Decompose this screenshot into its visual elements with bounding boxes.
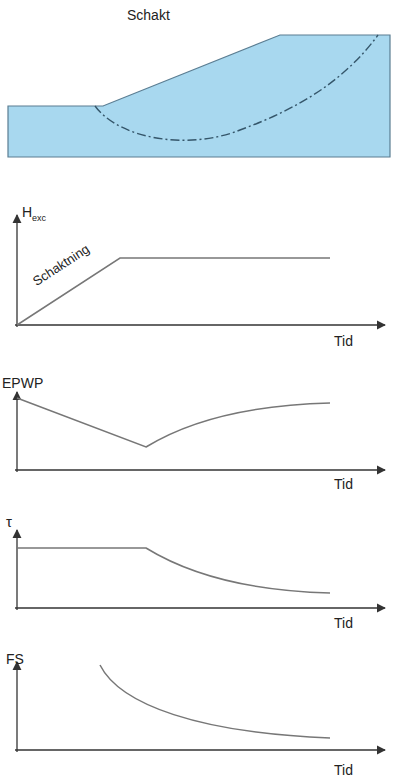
chart-safety-factor <box>15 662 385 752</box>
chart-epwp <box>15 392 385 472</box>
chart-shear-stress <box>15 530 385 610</box>
axis-label: FS <box>6 652 24 666</box>
axis-subscript: exc <box>32 214 46 223</box>
slip-surface <box>95 35 378 140</box>
title-label: Schakt <box>127 8 170 22</box>
chart-excavation <box>15 215 385 327</box>
line-label: Schaktning <box>30 242 91 288</box>
axis-label: Tid <box>334 477 353 491</box>
axis-label: H <box>22 205 32 219</box>
axis-label: Tid <box>334 763 353 777</box>
axis-label: τ <box>6 514 12 529</box>
axis-label: Tid <box>334 334 353 348</box>
axis-label: Tid <box>334 616 353 630</box>
soil-body <box>8 35 390 157</box>
axis-label: EPWP <box>2 376 43 390</box>
